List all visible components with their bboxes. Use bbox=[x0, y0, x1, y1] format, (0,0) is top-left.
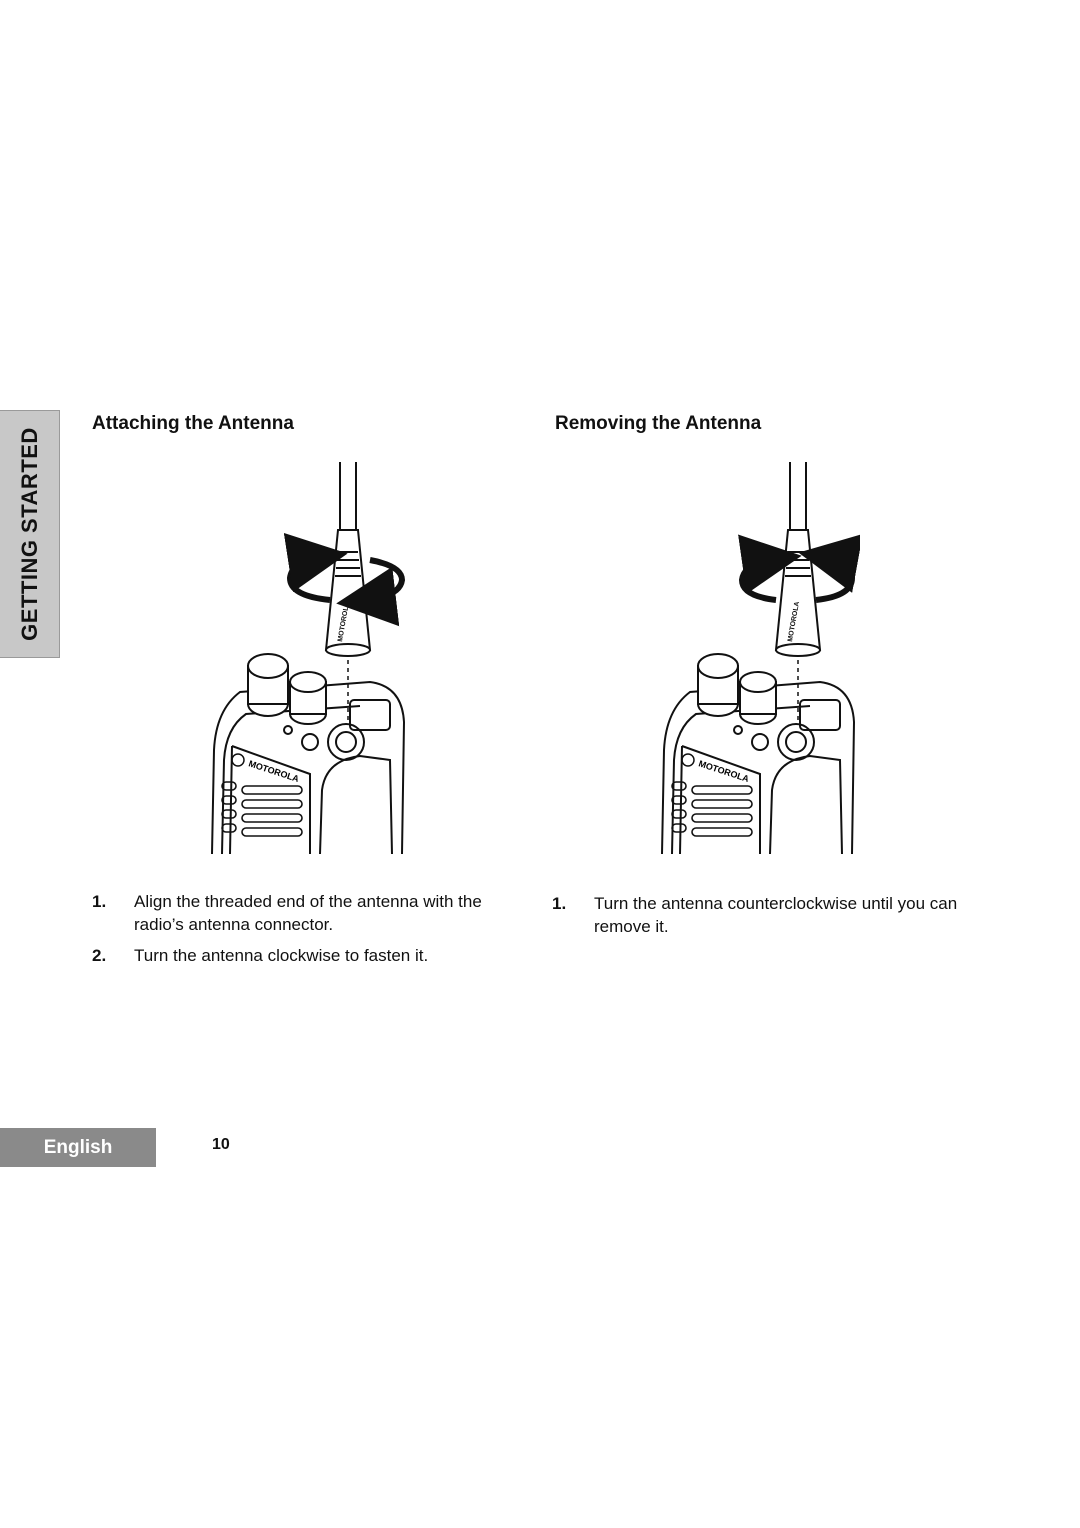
step-number: 2. bbox=[92, 946, 107, 965]
attaching-steps: 1. Align the threaded end of the antenna… bbox=[92, 890, 532, 975]
speaker-grille bbox=[221, 781, 303, 837]
list-item: 1. Align the threaded end of the antenna… bbox=[92, 890, 532, 936]
step-text: Align the threaded end of the antenna wi… bbox=[134, 892, 482, 934]
counterclockwise-arrow-icon bbox=[738, 533, 860, 603]
radio-brand-text: MOTOROLA bbox=[697, 758, 750, 784]
radio-body bbox=[661, 680, 856, 855]
section-tab-label: GETTING STARTED bbox=[16, 427, 42, 641]
step-text: Turn the antenna clockwise to fasten it. bbox=[134, 946, 429, 965]
language-tab: English bbox=[0, 1128, 156, 1167]
channel-knob bbox=[739, 671, 777, 725]
step-number: 1. bbox=[92, 892, 107, 911]
attaching-heading: Attaching the Antenna bbox=[92, 413, 294, 434]
channel-knob bbox=[289, 671, 327, 725]
radio-brand-text: MOTOROLA bbox=[247, 758, 300, 784]
step-number: 1. bbox=[552, 894, 567, 913]
remove-antenna-illustration: MOTOROLA MOTOROLA bbox=[661, 462, 860, 855]
volume-knob bbox=[697, 653, 739, 717]
list-item: 1. Turn the antenna counterclockwise unt… bbox=[552, 892, 982, 938]
antenna: MOTOROLA bbox=[774, 462, 822, 657]
language-label: English bbox=[43, 1136, 113, 1158]
removing-heading: Removing the Antenna bbox=[555, 413, 762, 434]
antenna: MOTOROLA bbox=[324, 462, 372, 657]
clockwise-arrow-icon bbox=[283, 532, 406, 627]
step-text: Turn the antenna counterclockwise until … bbox=[594, 894, 958, 936]
page-number: 10 bbox=[212, 1136, 230, 1153]
attach-antenna-illustration: MOTOROLA MOTOROLA bbox=[211, 462, 406, 855]
volume-knob bbox=[247, 653, 289, 717]
radio-body bbox=[211, 680, 406, 855]
removing-steps: 1. Turn the antenna counterclockwise unt… bbox=[552, 892, 982, 946]
speaker-grille bbox=[671, 781, 753, 837]
section-tab: GETTING STARTED bbox=[0, 410, 60, 658]
list-item: 2. Turn the antenna clockwise to fasten … bbox=[92, 944, 532, 967]
